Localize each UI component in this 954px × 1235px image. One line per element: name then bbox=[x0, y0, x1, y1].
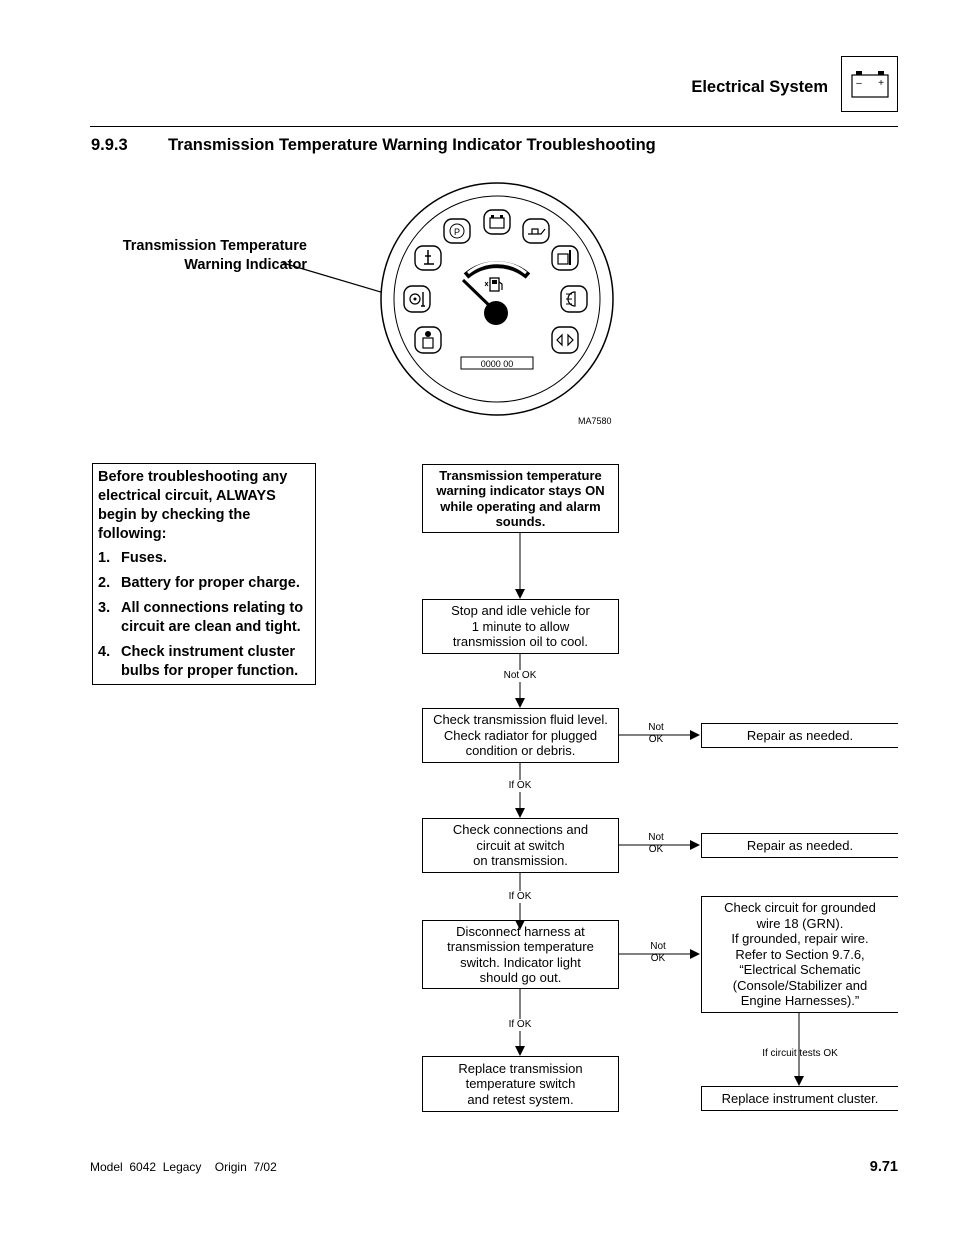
oil-can-icon bbox=[522, 218, 550, 244]
flow-repair-box-1: Repair as needed. bbox=[701, 723, 898, 748]
precheck-item: 1.Fuses. bbox=[98, 550, 167, 566]
figure-id: MA7580 bbox=[578, 416, 612, 426]
section-title: Transmission Temperature Warning Indicat… bbox=[168, 136, 656, 154]
header-rule bbox=[90, 126, 898, 127]
label-if-ok: If OK bbox=[495, 891, 545, 903]
svg-text:P: P bbox=[454, 227, 460, 237]
flow-repair-box-2: Repair as needed. bbox=[701, 833, 898, 858]
odometer-display bbox=[460, 356, 534, 370]
section-header-title: Electrical System bbox=[691, 78, 828, 96]
label-not-ok: Not OK bbox=[490, 670, 550, 682]
flow-grounded-box: Check circuit for grounded wire 18 (GRN)… bbox=[701, 896, 898, 1013]
footer-model-info: Model 6042 Legacy Origin 7/02 bbox=[90, 1160, 277, 1174]
park-icon: P bbox=[443, 218, 471, 244]
section-number: 9.9.3 bbox=[91, 136, 128, 154]
needle-hub bbox=[484, 301, 508, 325]
headlight-icon bbox=[560, 285, 588, 313]
precheck-intro: Before troubleshooting any electrical ci… bbox=[98, 469, 288, 542]
turn-signal-icon bbox=[551, 326, 579, 354]
precheck-item: 3.All connections relating to circuit ar… bbox=[98, 600, 304, 635]
precheck-list: 1.Fuses. 2.Battery for proper charge. 3.… bbox=[98, 549, 312, 681]
battery-warning-icon bbox=[483, 209, 511, 235]
transmission-temp-icon bbox=[403, 285, 431, 313]
callout-label: Transmission Temperature Warning Indicat… bbox=[122, 238, 307, 273]
gauge-inner-ring bbox=[393, 195, 601, 403]
label-if-circuit-ok: If circuit tests OK bbox=[762, 1048, 838, 1059]
label-not-ok-side: Not OK bbox=[648, 722, 664, 745]
precheck-item: 4.Check instrument cluster bulbs for pro… bbox=[98, 644, 299, 679]
label-not-ok-side: Not OK bbox=[650, 941, 666, 964]
label-if-ok: If OK bbox=[495, 780, 545, 792]
precheck-item: 2.Battery for proper charge. bbox=[98, 575, 300, 591]
precheck-note: Before troubleshooting any electrical ci… bbox=[92, 463, 316, 685]
callout-leader-line bbox=[282, 262, 395, 297]
flow-step-idle: Stop and idle vehicle for 1 minute to al… bbox=[422, 599, 619, 654]
page-number: 9.71 bbox=[869, 1159, 898, 1175]
flow-step-connections: Check connections and circuit at switch … bbox=[422, 818, 619, 873]
battery-plus-symbol: + bbox=[878, 78, 884, 89]
label-if-ok: If OK bbox=[495, 1019, 545, 1031]
seatbelt-icon bbox=[414, 326, 442, 354]
load-icon bbox=[551, 245, 579, 271]
flow-replace-cluster-box: Replace instrument cluster. bbox=[701, 1086, 898, 1111]
battery-icon: – + bbox=[841, 56, 898, 112]
label-not-ok-side: Not OK bbox=[648, 832, 664, 855]
odometer-reading: 0000 00 bbox=[481, 359, 514, 369]
flow-step-replace-switch: Replace transmission temperature switch … bbox=[422, 1056, 619, 1112]
battery-minus-symbol: – bbox=[856, 78, 862, 89]
wrench-temp-icon bbox=[414, 245, 442, 271]
flow-step-fluid-check: Check transmission fluid level. Check ra… bbox=[422, 708, 619, 763]
flow-step-disconnect: Disconnect harness at transmission tempe… bbox=[422, 920, 619, 989]
fuel-icon bbox=[484, 277, 503, 292]
flow-start-box: Transmission temperature warning indicat… bbox=[422, 464, 619, 533]
